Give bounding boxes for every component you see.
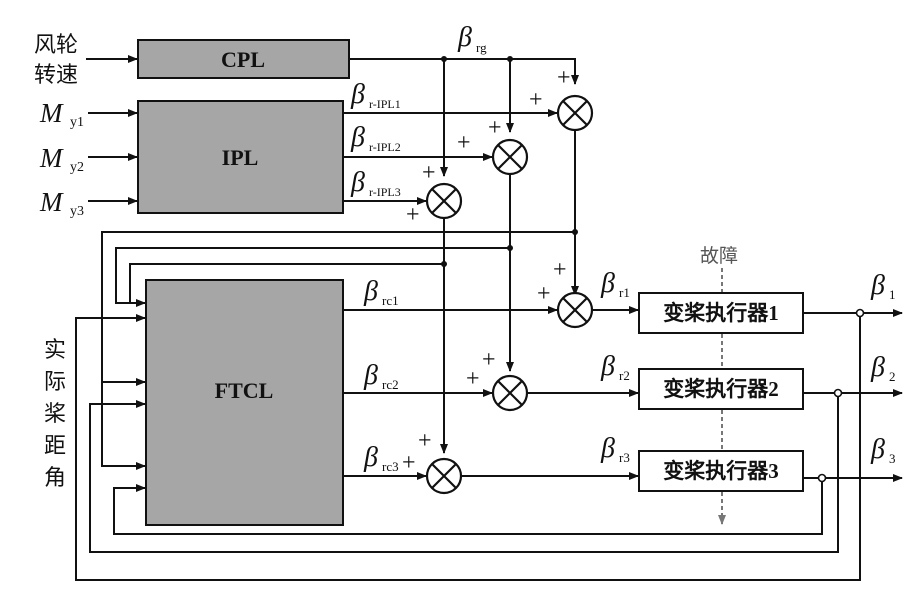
plus-sign: + [482,347,496,373]
svg-text:rg: rg [476,40,487,55]
plus-sign: + [488,115,502,141]
beta-r-ipl3-label: β r-IPL3 [350,167,401,199]
svg-text:M: M [39,143,64,173]
svg-text:rc3: rc3 [382,459,399,474]
svg-text:r-IPL1: r-IPL1 [369,97,401,111]
sum-junction-top-1 [558,96,592,130]
svg-text:r-IPL3: r-IPL3 [369,185,401,199]
actuator-3-label: 变桨执行器3 [663,459,779,483]
beta-r-ipl2-label: β r-IPL2 [350,122,401,154]
svg-text:r1: r1 [619,285,630,300]
plus-sign: + [418,428,432,454]
actual-pitch-label-1: 实 [44,337,66,362]
actual-pitch-label-2: 际 [44,369,66,394]
svg-text:r-IPL2: r-IPL2 [369,140,401,154]
svg-text:r3: r3 [619,450,630,465]
beta-out1-label: β 1 [870,270,896,302]
moment-input-1-label: M y1 [39,98,84,130]
ipl-label: IPL [222,145,259,170]
ftcl-label: FTCL [215,378,274,403]
plus-sign: + [557,65,571,91]
svg-text:rc1: rc1 [382,293,399,308]
plus-sign: + [553,257,567,283]
svg-text:β: β [457,22,472,53]
beta-r1-label: β r1 [600,268,630,300]
beta-out2-label: β 2 [870,352,896,384]
plus-sign: + [529,87,543,113]
beta-rc1-label: β rc1 [363,276,399,308]
moment-input-3-label: M y3 [39,187,84,219]
plus-sign: + [466,366,480,392]
plus-sign: + [422,160,436,186]
svg-text:M: M [39,98,64,128]
sum-junction-bottom-2 [493,376,527,410]
svg-text:2: 2 [889,369,896,384]
svg-text:β: β [600,268,615,299]
svg-text:β: β [350,79,365,110]
plus-sign: + [457,130,471,156]
beta-r-ipl1-label: β r-IPL1 [350,79,401,111]
sum-junction-top-2 [493,140,527,174]
svg-text:3: 3 [889,451,896,466]
actual-pitch-label-4: 距 [44,433,66,458]
plus-sign: + [406,202,420,228]
svg-text:rc2: rc2 [382,377,399,392]
svg-text:y2: y2 [70,160,84,175]
svg-text:β: β [350,122,365,153]
sum-junction-bottom-3 [427,459,461,493]
svg-text:β: β [350,167,365,198]
plus-sign: + [402,450,416,476]
actuator-1-label: 变桨执行器1 [663,301,779,325]
sum-junction-bottom-1 [558,293,592,327]
svg-text:β: β [363,442,378,473]
actual-pitch-label-3: 桨 [44,401,66,426]
beta-r2-label: β r2 [600,351,630,383]
svg-text:β: β [600,351,615,382]
beta-out3-label: β 3 [870,434,896,466]
moment-input-2-label: M y2 [39,143,84,175]
svg-text:1: 1 [889,287,896,302]
wind-speed-label-line2: 转速 [34,62,78,87]
svg-text:y3: y3 [70,204,84,219]
svg-text:β: β [870,270,885,301]
sum-junction-top-3 [427,184,461,218]
beta-rc3-label: β rc3 [363,442,399,474]
svg-text:β: β [870,352,885,383]
cpl-label: CPL [221,47,265,72]
svg-text:r2: r2 [619,368,630,383]
svg-text:M: M [39,187,64,217]
svg-text:β: β [870,434,885,465]
svg-text:β: β [363,276,378,307]
beta-rg-label: β rg [457,22,487,55]
beta-rc2-label: β rc2 [363,360,399,392]
wind-speed-label-line1: 风轮 [34,32,78,57]
beta-r3-label: β r3 [600,433,630,465]
svg-text:β: β [363,360,378,391]
actual-pitch-label-5: 角 [44,465,66,490]
actuator-2-label: 变桨执行器2 [663,377,779,401]
fault-label: 故障 [700,245,738,267]
svg-text:y1: y1 [70,115,84,130]
plus-sign: + [537,281,551,307]
svg-text:β: β [600,433,615,464]
